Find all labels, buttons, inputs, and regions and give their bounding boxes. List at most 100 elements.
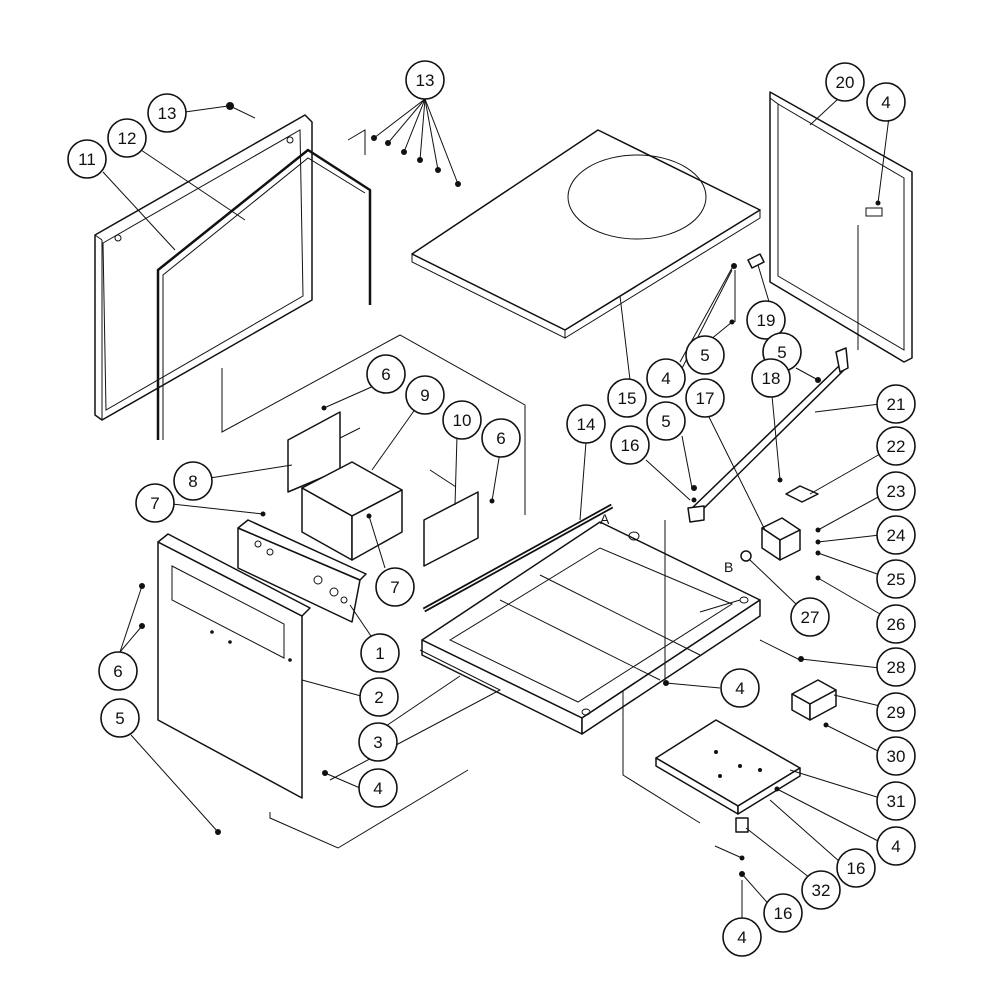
part-11-door-frame — [94, 114, 313, 421]
callout-13: 13 — [405, 60, 445, 100]
callout-25-label: 25 — [887, 570, 906, 589]
callout-28: 28 — [876, 647, 916, 687]
callout-17-label: 17 — [696, 389, 715, 408]
callout-4-label: 4 — [881, 93, 890, 112]
callout-24-label: 24 — [887, 526, 906, 545]
callout-20: 20 — [825, 62, 865, 102]
part-9-control-box — [301, 461, 403, 561]
callout-13: 13 — [147, 93, 187, 133]
part-31-tray — [655, 719, 801, 815]
part-22-plate — [785, 485, 819, 503]
callout-6-label: 6 — [496, 429, 505, 448]
callout-7-label: 7 — [390, 578, 399, 597]
callout-15: 15 — [607, 378, 647, 418]
callout-10-label: 10 — [453, 411, 472, 430]
part-2-front-panel — [157, 533, 311, 799]
callout-2-label: 2 — [374, 688, 383, 707]
callout-16-label: 16 — [774, 904, 793, 923]
callout-5: 5 — [100, 698, 140, 738]
assembly-lines — [269, 225, 859, 859]
callout-5-label: 5 — [115, 709, 124, 728]
callout-10: 10 — [442, 400, 482, 440]
callout-4: 4 — [866, 82, 906, 122]
callout-19: 19 — [746, 300, 786, 340]
callout-4-label: 4 — [737, 928, 746, 947]
callout-28-label: 28 — [887, 658, 906, 677]
callout-29: 29 — [876, 692, 916, 732]
callout-4: 4 — [876, 826, 916, 866]
callout-9-label: 9 — [420, 386, 429, 405]
callout-1: 1 — [360, 633, 400, 673]
callout-32: 32 — [801, 870, 841, 910]
corner-label-a: A — [600, 511, 610, 527]
part-10-panel — [423, 491, 479, 567]
callout-5: 5 — [646, 401, 686, 441]
callout-18: 18 — [751, 358, 791, 398]
callout-12-label: 12 — [118, 129, 137, 148]
part-32-foot — [735, 817, 749, 833]
callout-31-label: 31 — [887, 792, 906, 811]
callout-1-label: 1 — [375, 644, 384, 663]
callout-4-label: 4 — [373, 779, 382, 798]
callout-4-label: 4 — [891, 837, 900, 856]
callout-3: 3 — [358, 722, 398, 762]
callout-3-label: 3 — [373, 733, 382, 752]
callout-8-label: 8 — [188, 472, 197, 491]
callout-19-label: 19 — [757, 311, 776, 330]
callout-27-label: 27 — [801, 608, 820, 627]
callout-29-label: 29 — [887, 703, 906, 722]
callout-4: 4 — [646, 358, 686, 398]
callout-4: 4 — [720, 668, 760, 708]
callout-12: 12 — [107, 118, 147, 158]
leader-lines — [102, 98, 890, 925]
callout-24: 24 — [876, 515, 916, 555]
part-14-rod — [422, 503, 614, 613]
callout-18-label: 18 — [762, 369, 781, 388]
callout-11: 11 — [67, 139, 107, 179]
callout-26: 26 — [876, 604, 916, 644]
callout-5-label: 5 — [700, 346, 709, 365]
cabinet-outline — [221, 129, 526, 515]
callout-4-label: 4 — [735, 679, 744, 698]
part-1-control-panel — [237, 519, 367, 623]
part-21-support-strap — [687, 347, 849, 523]
callout-32-label: 32 — [812, 881, 831, 900]
corner-label-b: B — [724, 559, 733, 575]
callout-2: 2 — [359, 677, 399, 717]
callout-6: 6 — [366, 354, 406, 394]
callout-13-label: 13 — [416, 71, 435, 90]
callout-15-label: 15 — [618, 389, 637, 408]
callout-16: 16 — [836, 848, 876, 888]
callout-16: 16 — [763, 893, 803, 933]
callout-27: 27 — [790, 597, 830, 637]
callout-7: 7 — [135, 483, 175, 523]
part-17-box — [761, 517, 801, 561]
part-20-side-frame — [769, 91, 913, 363]
part-19-bracket — [747, 253, 765, 269]
callout-5-label: 5 — [661, 412, 670, 431]
callout-26-label: 26 — [887, 615, 906, 634]
callout-23-label: 23 — [887, 482, 906, 501]
part-29-block — [791, 679, 837, 721]
callout-13-label: 13 — [158, 104, 177, 123]
callout-6-label: 6 — [113, 662, 122, 681]
callout-16-label: 16 — [847, 859, 866, 878]
callout-16-label: 16 — [621, 436, 640, 455]
callout-31: 31 — [876, 781, 916, 821]
callout-20-label: 20 — [836, 73, 855, 92]
part-15-top-panel — [411, 129, 761, 339]
part-27-connector — [740, 550, 752, 562]
callout-17: 17 — [685, 378, 725, 418]
callout-30-label: 30 — [887, 747, 906, 766]
callout-4-label: 4 — [661, 369, 670, 388]
callout-30: 30 — [876, 736, 916, 776]
callout-22: 22 — [876, 426, 916, 466]
callout-6: 6 — [481, 418, 521, 458]
callout-16: 16 — [610, 425, 650, 465]
callout-4: 4 — [358, 768, 398, 808]
callout-5: 5 — [685, 335, 725, 375]
callout-14: 14 — [566, 404, 606, 444]
part-3-base-frame — [421, 521, 761, 735]
